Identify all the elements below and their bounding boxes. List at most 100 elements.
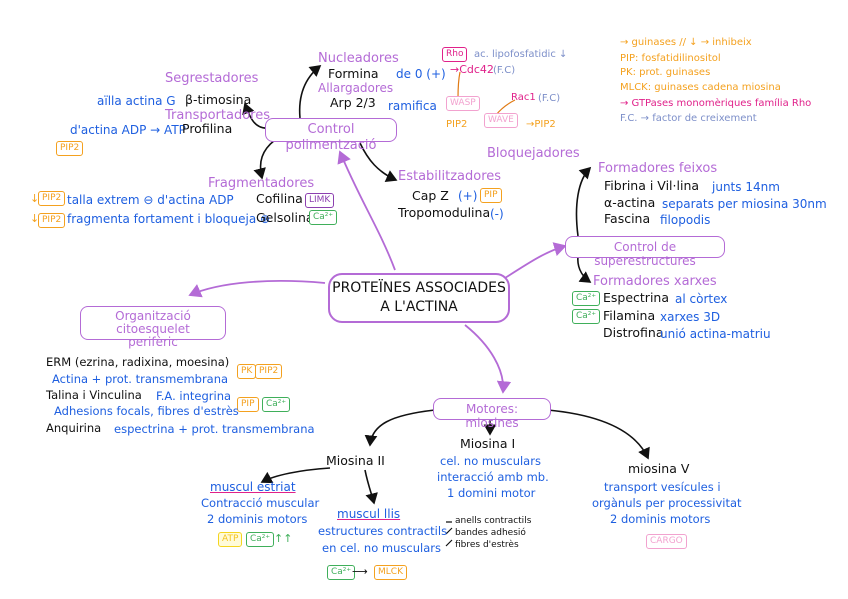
edge-center-to-motors: [464, 324, 512, 394]
edge-motors-to-m5: [547, 409, 650, 460]
muscul-llis-label: muscul llis: [337, 507, 401, 521]
filamina-note: xarxes 3D: [660, 310, 721, 324]
capz-pip-tag: PIP: [480, 188, 502, 203]
fibrina-label: Fibrina i Vil·lina: [604, 178, 700, 193]
filamina-label: Filamina: [603, 308, 656, 323]
talina-label: Talina i Vinculina: [46, 388, 142, 402]
legend-line3: PK: prot. guinases: [620, 67, 711, 78]
espectrina-label: Espectrina: [603, 290, 670, 305]
estriat-ca-tag: Ca²⁺: [246, 532, 275, 547]
espectrina-note: al còrtex: [675, 292, 728, 306]
arp-label: Arp 2/3: [330, 95, 376, 110]
filamina-ca-tag: Ca²⁺: [572, 309, 601, 324]
edge-center-to-superestructures: [504, 242, 567, 279]
erm-pip2-tag: PIP2: [255, 364, 283, 379]
llis-bullet3: fibres d'estrès: [455, 540, 519, 550]
formadores-xarxes-label: Formadores xarxes: [593, 274, 717, 289]
frag1-desc: talla extrem ⊖ d'actina ADP: [67, 193, 234, 207]
bloquejadores-label: Bloquejadores: [487, 146, 580, 161]
edge-super-to-xarxes: [577, 255, 592, 283]
org-title-line1: Organització citoesquelet: [115, 309, 191, 337]
profilina-label: Profilina: [182, 121, 233, 136]
mlck-tag: MLCK: [374, 565, 407, 580]
erm-desc: Actina + prot. transmembrana: [52, 372, 229, 386]
edge-pol-to-fragmentadores: [253, 139, 276, 180]
muscul-estriat-label: muscul estriat: [210, 480, 296, 494]
edge-center-to-control-pol: [337, 150, 396, 271]
formina-label: Formina: [328, 66, 379, 81]
rac1-label: Rac1: [511, 92, 536, 103]
talina-desc: Adhesions focals, fibres d'estrès: [54, 404, 239, 418]
legend-line1: → guinases // ↓ → inhibeix: [620, 37, 752, 48]
rho-tag: Rho: [442, 47, 468, 62]
llis-arrow: ⟶: [352, 565, 368, 578]
miosina-i-desc2: interacció amb mb.: [437, 470, 549, 484]
anquirina-note: espectrina + prot. transmembrana: [114, 422, 315, 436]
edge-center-to-org: [188, 280, 326, 298]
frag2-arrow: ↓: [30, 212, 40, 225]
timosina-label: β-timosina: [185, 92, 252, 107]
llis-desc2: en cel. no musculars: [322, 541, 441, 555]
gelsolina-ca-tag: Ca²⁺: [309, 210, 338, 225]
transportadores-label: Transportadores: [165, 108, 271, 123]
atp-tag: ATP: [218, 532, 243, 547]
llis-bullet1: anells contractils: [455, 516, 532, 526]
estriat-desc2: 2 dominis motors: [207, 512, 308, 526]
center-title-line1: PROTEÏNES ASSOCIADES: [332, 280, 506, 296]
formadores-feixos-label: Formadores feixos: [598, 161, 718, 176]
erm-label: ERM (ezrina, radixina, moesina): [46, 355, 230, 369]
segrestadores-label: Segrestadores: [165, 71, 259, 86]
center-title-line2: A L'ACTINA: [380, 299, 458, 315]
cargo-tag: CARGO: [646, 534, 687, 549]
ramifica-label: ramifica: [388, 99, 437, 113]
miosina-ii-label: Miosina II: [326, 453, 385, 468]
cdc42-label: →Cdc42: [450, 63, 494, 76]
legend-line4: MLCK: guinases cadena miosina: [620, 82, 781, 93]
aactina-label: α-actina: [604, 195, 656, 210]
brace-llis: [445, 521, 453, 547]
llis-desc1: estructures contractils: [318, 524, 448, 538]
miosina-v-label: miosina V: [628, 461, 690, 476]
distrofina-label: Distrofina: [603, 325, 664, 340]
frag1-pip2-tag: PIP2: [38, 191, 66, 206]
llis-ca-tag: Ca²⁺: [327, 565, 356, 580]
estriat-arrows: ↑↑: [274, 532, 293, 545]
estabilitzadores-label: Estabilitzadores: [398, 169, 502, 184]
aactina-note: separats per miosina 30nm: [662, 197, 827, 211]
fc2-label: (F.C): [538, 93, 561, 104]
talina-note: F.A. integrina: [156, 389, 232, 403]
fascina-label: Fascina: [604, 211, 651, 226]
legend-line5: → GTPases monomèriques família Rho: [620, 98, 812, 109]
org-title-line2: perifèric: [128, 335, 178, 350]
formina-note: de 0 (+): [396, 67, 446, 81]
distrofina-note: unió actina-matriu: [660, 327, 771, 341]
frag1-arrow: ↓: [30, 192, 40, 205]
edge-pol-to-estabilitzadores: [359, 142, 398, 182]
org-box: Organització citoesquelet perifèric: [80, 306, 226, 349]
nucleadores-label: Nucleadores: [318, 51, 399, 66]
rho-note: ac. lipofosfatidic ↓: [474, 49, 568, 60]
miosina-v-desc3: 2 dominis motors: [610, 512, 711, 526]
talina-ca-tag: Ca²⁺: [262, 397, 291, 412]
cofilina-label: Cofilina: [256, 191, 303, 206]
fragmentadores-label: Fragmentadores: [208, 176, 315, 191]
pip2-b-label: →PIP2: [526, 119, 556, 130]
talina-pip-tag: PIP: [237, 397, 259, 412]
miosina-i-desc1: cel. no musculars: [440, 454, 541, 468]
miosina-v-desc2: orgànuls per processivitat: [592, 496, 742, 510]
transportadores-desc: d'actina ADP → ATP: [70, 123, 186, 137]
wasp-tag: WASP: [446, 96, 480, 111]
edge-motors-to-m2: [364, 409, 436, 447]
edge-pol-to-nucleadores: [298, 64, 322, 119]
fascina-note: filopodis: [660, 213, 711, 227]
tropomodulina-label: Tropomodulina: [398, 205, 491, 220]
edge-m2-to-llis: [364, 469, 378, 505]
profilina-pip2-tag: PIP2: [56, 141, 84, 156]
edge-super-to-feixos: [575, 166, 592, 237]
wave-tag: WAVE: [484, 113, 518, 128]
frag2-pip2-tag: PIP2: [38, 213, 66, 228]
legend-line6: F.C. → factor de creixement: [620, 113, 757, 124]
control-pol-box: Control polimentzació: [265, 118, 397, 153]
gelsolina-label: Gelsolina: [256, 210, 314, 225]
limk-tag: LIMK: [305, 193, 335, 208]
